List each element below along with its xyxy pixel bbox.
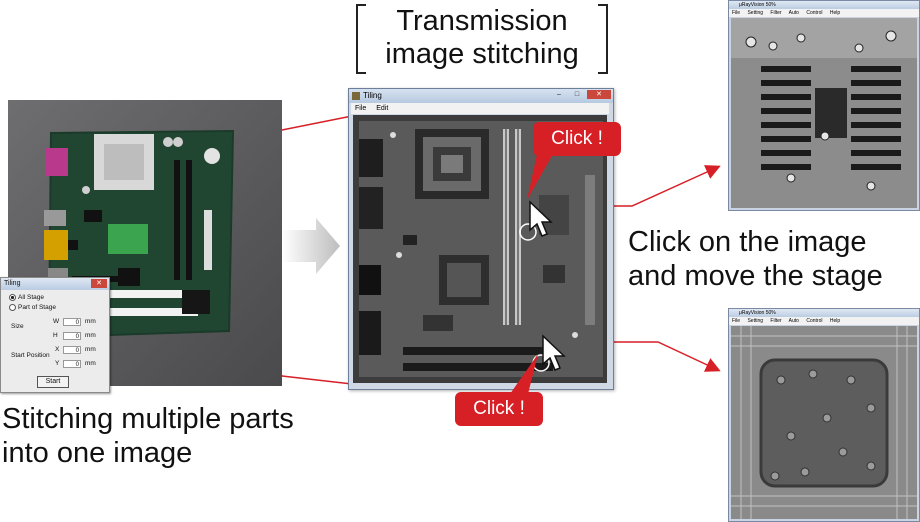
xray-top-titlebar: μRayVision 50% bbox=[729, 1, 919, 9]
xray-menu-setting[interactable]: Setting bbox=[747, 10, 764, 16]
xray-menu-auto-control[interactable]: Auto Control bbox=[788, 10, 823, 16]
minimize-icon[interactable]: – bbox=[557, 91, 561, 98]
radio-all-stage[interactable]: All Stage bbox=[9, 294, 44, 301]
xray-top-title: μRayVision 50% bbox=[739, 2, 776, 8]
tiling-dialog-titlebar: Tiling ✕ bbox=[1, 278, 109, 290]
tiling-window-title: Tiling bbox=[363, 91, 382, 100]
instruction-line-2: and move the stage bbox=[628, 260, 883, 292]
h-input[interactable]: 0 bbox=[63, 332, 81, 340]
xray-menu-auto-control[interactable]: Auto Control bbox=[788, 318, 823, 324]
menu-file[interactable]: File bbox=[355, 105, 367, 112]
menu-edit[interactable]: Edit bbox=[376, 105, 389, 112]
caption-line-1: Stitching multiple parts bbox=[2, 403, 294, 435]
xray-menu-help[interactable]: Help bbox=[829, 10, 841, 16]
maximize-icon[interactable]: □ bbox=[574, 91, 580, 98]
xray-bottom-image bbox=[731, 326, 917, 519]
start-button[interactable]: Start bbox=[37, 376, 69, 388]
x-unit: mm bbox=[85, 346, 96, 353]
h-label: H bbox=[53, 332, 58, 339]
radio-part-of-stage[interactable]: Part of Stage bbox=[9, 304, 56, 311]
x-input[interactable]: 0 bbox=[63, 346, 81, 354]
callout-pointer-top bbox=[527, 154, 553, 200]
close-icon[interactable]: ✕ bbox=[587, 90, 611, 99]
caption-text: Stitching multiple parts into one image bbox=[2, 402, 342, 470]
xray-top-menu-bar: File Setting Filter Auto Control Help bbox=[729, 9, 919, 17]
xray-bottom-title: μRayVision 50% bbox=[739, 310, 776, 316]
radio-all-stage-label: All Stage bbox=[18, 294, 45, 302]
xray-window-top: μRayVision 50% File Setting Filter Auto … bbox=[728, 0, 920, 211]
y-input[interactable]: 0 bbox=[63, 360, 81, 368]
tiling-menu-bar: File Edit bbox=[351, 103, 609, 114]
start-position-label: Start Position bbox=[11, 352, 50, 359]
radio-part-of-stage-label: Part of Stage bbox=[18, 304, 56, 312]
tiling-dialog: Tiling ✕ All Stage Part of Stage Size W … bbox=[0, 277, 110, 393]
close-icon[interactable]: ✕ bbox=[91, 279, 107, 288]
heading-line-1: Transmission bbox=[396, 5, 568, 37]
gray-flow-arrow bbox=[282, 218, 340, 274]
xray-menu-help[interactable]: Help bbox=[829, 318, 841, 324]
xray-bottom-menu-bar: File Setting Filter Auto Control Help bbox=[729, 317, 919, 325]
w-unit: mm bbox=[85, 318, 96, 325]
link-line-top bbox=[281, 115, 353, 131]
w-label: W bbox=[53, 318, 60, 325]
xray-menu-file[interactable]: File bbox=[732, 318, 741, 324]
xray-menu-setting[interactable]: Setting bbox=[747, 318, 764, 324]
x-label: X bbox=[55, 346, 60, 353]
bracket-right bbox=[598, 4, 608, 74]
callout-pointer-bottom bbox=[510, 354, 538, 394]
radio-selected-icon bbox=[9, 294, 16, 301]
cursor-icon bbox=[542, 334, 566, 371]
caption-line-2: into one image bbox=[2, 437, 193, 469]
xray-bottom-view[interactable] bbox=[731, 326, 917, 519]
w-input[interactable]: 0 bbox=[63, 318, 81, 326]
heading-line-2: image stitching bbox=[385, 38, 579, 70]
xray-window-bottom: μRayVision 50% File Setting Filter Auto … bbox=[728, 308, 920, 522]
bracket-left bbox=[356, 4, 366, 74]
stitched-xray-image bbox=[353, 115, 607, 383]
tiling-dialog-title: Tiling bbox=[4, 280, 21, 287]
xray-menu-file[interactable]: File bbox=[732, 10, 741, 16]
click-callout-top: Click ! bbox=[533, 122, 621, 156]
instruction-line-1: Click on the image bbox=[628, 226, 867, 258]
size-label: Size bbox=[11, 323, 24, 330]
xray-top-image bbox=[731, 18, 917, 208]
click-callout-bottom: Click ! bbox=[455, 392, 543, 426]
link-line-bottom bbox=[281, 375, 353, 385]
y-unit: mm bbox=[85, 360, 96, 367]
xray-bottom-titlebar: μRayVision 50% bbox=[729, 309, 919, 317]
bracket-heading: Transmission image stitching bbox=[356, 2, 608, 74]
cursor-icon bbox=[529, 200, 553, 237]
y-label: Y bbox=[55, 360, 60, 367]
tiling-window-titlebar: Tiling – □ ✕ bbox=[349, 89, 613, 103]
app-icon bbox=[352, 92, 360, 100]
tiling-window: Tiling – □ ✕ File Edit bbox=[348, 88, 614, 390]
stitched-xray-view[interactable] bbox=[353, 115, 607, 383]
xray-top-view[interactable] bbox=[731, 18, 917, 208]
radio-unselected-icon bbox=[9, 304, 16, 311]
h-unit: mm bbox=[85, 332, 96, 339]
instruction-text: Click on the image and move the stage bbox=[628, 225, 920, 293]
xray-menu-filter[interactable]: Filter bbox=[770, 10, 782, 16]
xray-menu-filter[interactable]: Filter bbox=[770, 318, 782, 324]
